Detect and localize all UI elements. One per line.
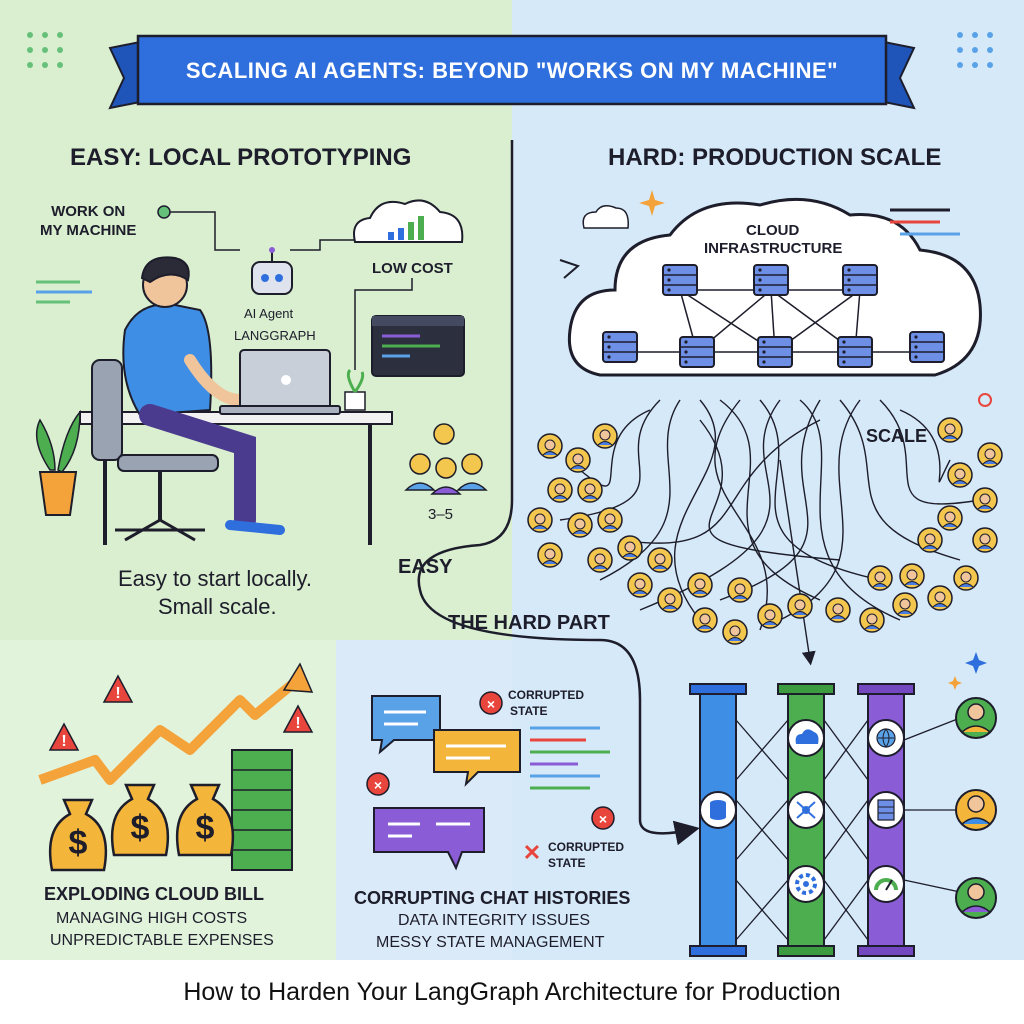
footer-band <box>0 960 1024 1024</box>
error-icon: × × × ✕ <box>366 691 615 865</box>
small-cloud-icon <box>582 205 629 229</box>
corrupted-state-2b: STATE <box>548 856 586 870</box>
left-caption-1: Easy to start locally. <box>118 566 312 591</box>
dot-grid-right <box>957 32 993 68</box>
team-avatars <box>955 697 997 919</box>
hard-part-label: THE HARD PART <box>448 612 610 634</box>
svg-text:!: ! <box>61 733 66 750</box>
svg-text:!: ! <box>115 685 120 702</box>
cloud-label-1: CLOUD <box>746 222 800 239</box>
cloud-label-2: INFRASTRUCTURE <box>704 240 843 257</box>
right-heading: HARD: PRODUCTION SCALE <box>608 144 942 171</box>
code-snippet-right <box>890 208 960 236</box>
code-snippet-left <box>36 280 92 304</box>
warning-icon: ! ! ! <box>48 674 314 751</box>
server-icon <box>877 799 895 821</box>
cost-title: EXPLODING CLOUD BILL <box>44 884 264 904</box>
svg-text:✕: ✕ <box>523 840 541 865</box>
cash-stack-icon <box>231 749 293 871</box>
small-plant-icon <box>344 368 366 411</box>
left-heading: EASY: LOCAL PROTOTYPING <box>70 144 412 171</box>
production-architecture <box>689 683 961 957</box>
journey-path <box>417 140 700 846</box>
corrupted-state-2: CORRUPTED <box>548 840 625 854</box>
corrupted-state-1b: STATE <box>510 704 548 718</box>
rising-cost-chart <box>38 662 314 785</box>
chat-bubble-icon <box>371 695 521 871</box>
developer-illustration <box>79 256 393 545</box>
cloud-infrastructure <box>567 197 982 377</box>
gauge-icon <box>874 878 898 891</box>
callout-connectors <box>157 205 413 370</box>
sparkle-icon <box>639 190 665 216</box>
small-arrow-icon <box>559 259 580 279</box>
title-banner <box>108 34 916 110</box>
database-icon <box>710 800 726 820</box>
cost-line-2: UNPREDICTABLE EXPENSES <box>50 932 274 949</box>
banner-title: SCALING AI AGENTS: BEYOND "WORKS ON MY M… <box>185 58 839 83</box>
small-user-group <box>404 423 488 495</box>
cost-line-1: MANAGING HIGH COSTS <box>56 910 248 927</box>
low-cost-cloud-chart <box>353 199 464 243</box>
cloud-icon <box>795 729 819 744</box>
sparkle-blue-icon <box>965 652 987 674</box>
robot-icon <box>251 247 293 295</box>
easy-path-label: EASY <box>398 556 453 578</box>
left-caption-2: Small scale. <box>158 594 277 619</box>
potted-plant-icon <box>35 409 81 516</box>
globe-icon <box>876 728 896 748</box>
chat-line-1: DATA INTEGRITY ISSUES <box>398 912 591 929</box>
svg-text:×: × <box>374 777 382 793</box>
low-cost-label: LOW COST <box>372 260 453 277</box>
svg-text:!: ! <box>295 715 300 732</box>
corrupted-state-1: CORRUPTED <box>508 688 585 702</box>
scale-label: SCALE <box>866 426 928 446</box>
chat-line-2: MESSY STATE MANAGEMENT <box>376 934 605 951</box>
code-terminal-icon <box>371 315 465 377</box>
chat-title: CORRUPTING CHAT HISTORIES <box>354 888 631 908</box>
network-icon <box>796 801 816 819</box>
langgraph-label: LANGGRAPH <box>234 328 316 343</box>
footer-title: How to Harden Your LangGraph Architectur… <box>183 978 841 1006</box>
work-on-machine-label: WORK ON MY MACHINE <box>40 203 137 239</box>
corrupt-data-lines <box>530 726 610 790</box>
agent-label: AI Agent <box>244 306 294 321</box>
svg-text:×: × <box>599 811 607 827</box>
gear-icon <box>795 873 817 895</box>
chat-panel-bg <box>336 640 512 960</box>
svg-text:×: × <box>487 696 495 712</box>
user-count-label: 3–5 <box>428 506 454 523</box>
tangled-connections <box>559 399 981 666</box>
dot-grid-left <box>27 32 63 68</box>
